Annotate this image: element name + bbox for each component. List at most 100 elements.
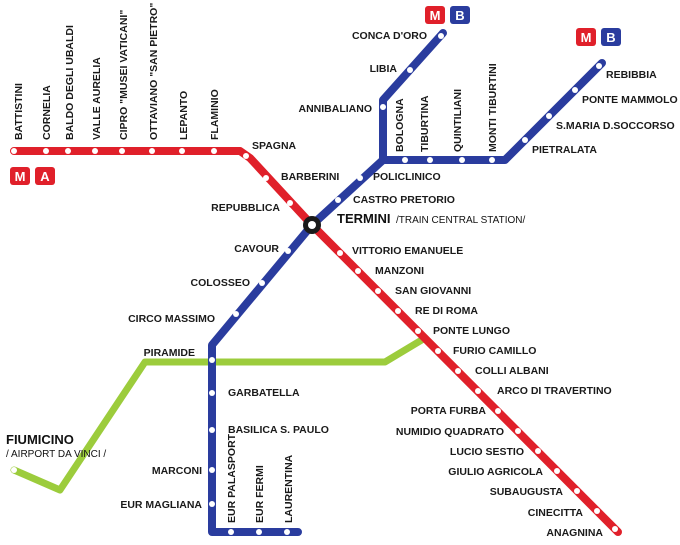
line-a-route (10, 147, 622, 536)
metro-m-logo-icon (10, 167, 30, 185)
station-label: SUBAUGUSTA (490, 486, 564, 498)
station-dot[interactable] (119, 148, 125, 154)
termini-subtitle: /TRAIN CENTRAL STATION/ (396, 215, 525, 226)
station-label: SAN GIOVANNI (395, 285, 471, 297)
fiumicino-subtitle: / AIRPORT DA VINCI / (6, 449, 106, 460)
fiumicino-label: FIUMICINO (6, 432, 74, 447)
station-dot[interactable] (287, 200, 293, 206)
station-dot[interactable] (65, 148, 71, 154)
station-dot[interactable] (211, 148, 217, 154)
station-dot[interactable] (546, 113, 552, 119)
station-dot[interactable] (259, 280, 265, 286)
station-dot[interactable] (209, 357, 215, 363)
station-label: FURIO CAMILLO (453, 345, 536, 357)
station-label: MANZONI (375, 265, 424, 277)
station-dot[interactable] (256, 529, 262, 535)
station-label: EUR MAGLIANA (120, 499, 202, 511)
station-dot[interactable] (284, 529, 290, 535)
station-dot[interactable] (402, 157, 408, 163)
station-label: BATTISTINI (13, 83, 25, 140)
line-b-north-logo: M B (425, 6, 470, 24)
station-label: QUINTILIANI (452, 89, 464, 152)
station-label: BALDO DEGLI UBALDI (64, 25, 76, 140)
station-dot[interactable] (455, 368, 461, 374)
station-label: EUR PALASPORT (226, 433, 238, 523)
station-dot[interactable] (209, 501, 215, 507)
line-b-east-logo: M B (576, 28, 621, 46)
station-dot[interactable] (179, 148, 185, 154)
station-label: LEPANTO (178, 91, 190, 140)
station-dot[interactable] (209, 427, 215, 433)
station-dot[interactable] (435, 348, 441, 354)
line-a-west-labels: BATTISTINI CORNELIA BALDO DEGLI UBALDI V… (13, 3, 221, 140)
station-dot[interactable] (11, 148, 17, 154)
station-dot[interactable] (438, 33, 444, 39)
termini-label: TERMINI (337, 211, 390, 226)
station-label: COLOSSEO (190, 277, 250, 289)
station-dot[interactable] (375, 288, 381, 294)
station-label: REBIBBIA (606, 69, 657, 81)
station-dot[interactable] (92, 148, 98, 154)
line-a-logo: M A (10, 167, 55, 185)
station-label: POLICLINICO (373, 171, 441, 183)
station-dot[interactable] (427, 157, 433, 163)
station-label: ARCO DI TRAVERTINO (497, 385, 612, 397)
station-dot[interactable] (380, 104, 386, 110)
station-label: S.MARIA D.SOCCORSO (556, 120, 675, 132)
line-b-letter: B (455, 8, 464, 23)
station-label: ANNIBALIANO (299, 103, 373, 115)
metro-m-logo-icon (425, 6, 445, 24)
station-dot[interactable] (515, 428, 521, 434)
station-label: CIPRO "MUSEI VATICANI" (118, 10, 130, 140)
station-dot[interactable] (574, 488, 580, 494)
station-dot[interactable] (415, 328, 421, 334)
line-a-badge-icon (35, 167, 55, 185)
line-b-badge-icon (601, 28, 621, 46)
train-station-dots (11, 467, 17, 473)
station-dot[interactable] (596, 63, 602, 69)
station-label: FLAMINIO (209, 89, 221, 140)
station-dot[interactable] (337, 250, 343, 256)
station-label: MONTI TIBURTINI (487, 63, 499, 152)
station-dot[interactable] (395, 308, 401, 314)
station-dot[interactable] (407, 67, 413, 73)
line-a-station-dots (11, 148, 618, 532)
station-dot[interactable] (535, 448, 541, 454)
station-dot[interactable] (475, 388, 481, 394)
station-dot[interactable] (612, 526, 618, 532)
fiumicino-dot[interactable] (11, 467, 17, 473)
station-dot[interactable] (285, 248, 291, 254)
station-dot[interactable] (554, 468, 560, 474)
station-dot[interactable] (233, 311, 239, 317)
station-dot[interactable] (149, 148, 155, 154)
station-label: PONTE LUNGO (433, 325, 510, 337)
station-label: OTTAVIANO "SAN PIETRO" (148, 3, 160, 140)
station-label: PONTE MAMMOLO (582, 94, 678, 106)
station-dot[interactable] (209, 467, 215, 473)
station-dot[interactable] (335, 197, 341, 203)
station-label: EUR FERMI (254, 465, 266, 523)
station-dot[interactable] (43, 148, 49, 154)
line-b-letter: B (606, 30, 615, 45)
station-dot[interactable] (522, 137, 528, 143)
station-dot[interactable] (228, 529, 234, 535)
metro-m-logo-icon (576, 28, 596, 46)
station-dot[interactable] (489, 157, 495, 163)
station-dot[interactable] (495, 408, 501, 414)
station-dot[interactable] (594, 508, 600, 514)
station-dot[interactable] (572, 87, 578, 93)
station-label: BOLOGNA (394, 98, 406, 152)
station-dot[interactable] (263, 175, 269, 181)
station-label: RE DI ROMA (415, 305, 478, 317)
station-dot[interactable] (357, 175, 363, 181)
station-dot[interactable] (459, 157, 465, 163)
station-label: CIRCO MASSIMO (128, 313, 215, 325)
line-a-letter: A (40, 169, 50, 184)
station-label: BASILICA S. PAULO (228, 424, 329, 436)
station-label: CORNELIA (41, 85, 53, 140)
station-dot[interactable] (355, 268, 361, 274)
station-label: VALLE AURELIA (91, 57, 103, 140)
station-dot[interactable] (209, 390, 215, 396)
station-dot[interactable] (243, 153, 249, 159)
